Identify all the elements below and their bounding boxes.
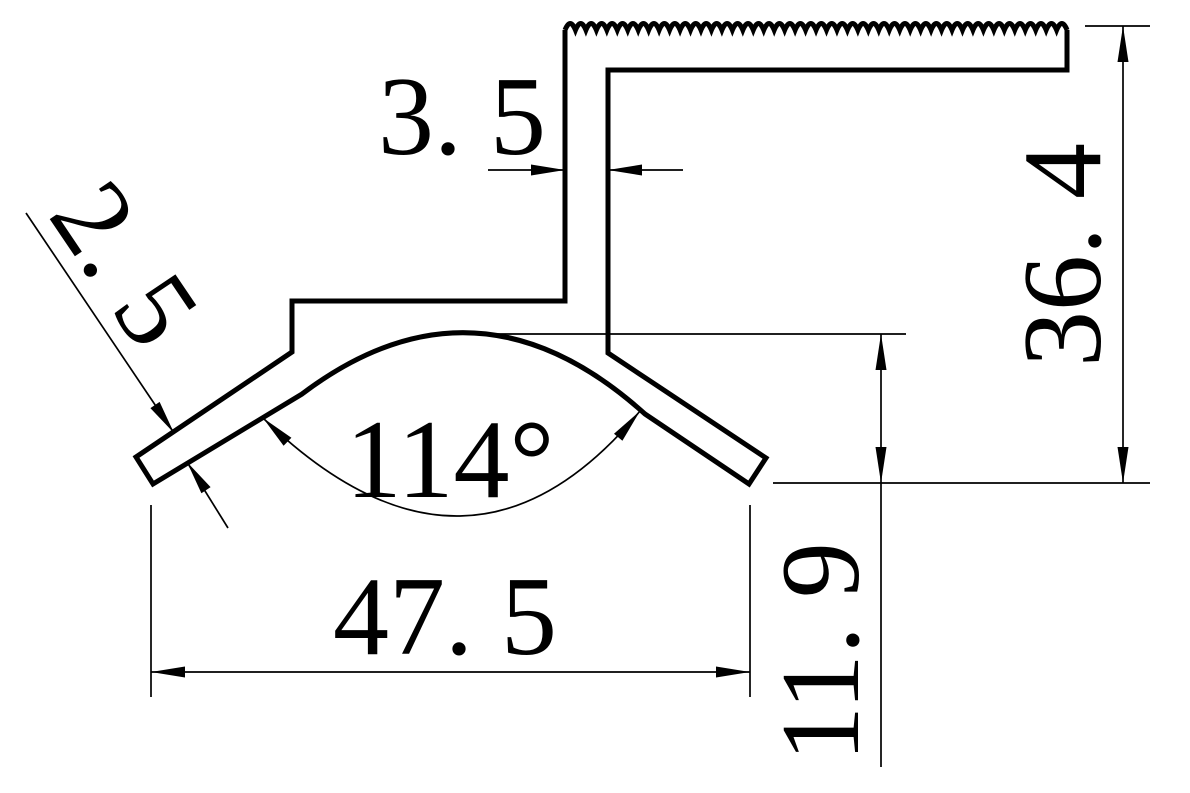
dim-arm-thickness-label: 2. 5 [26,160,223,369]
dim-stem-thickness-arrow-right [608,164,642,176]
profile-body [132,30,1070,488]
dim-overall-width-label: 47. 5 [333,555,557,679]
profile-outline [132,21,1070,488]
dim-overall-width-arrow-left [151,666,185,678]
dim-arm-drop-arrow-top [875,334,887,370]
dim-arm-drop: 11. 9 [480,333,1150,767]
dim-arm-drop-label: 11. 9 [759,542,883,762]
dim-bend-angle: 114° [262,398,641,522]
dim-overall-width: 47. 5 [150,505,751,697]
dim-bend-angle-arrow-right [614,411,640,441]
dim-overall-height-label: 36. 4 [1001,143,1125,367]
dim-bend-angle-label: 114° [346,398,555,522]
dim-stem-thickness: 3. 5 [378,55,683,179]
dim-overall-height: 36. 4 [1001,25,1150,483]
serrated-edge [562,21,1070,37]
dim-overall-width-arrow-right [716,666,750,678]
dim-arm-drop-arrow-bottom [875,447,887,483]
dim-arm-thickness-arrow-upper [150,401,174,433]
dim-overall-height-arrow-top [1117,26,1129,62]
dim-bend-angle-arc [262,410,641,517]
dim-arm-thickness-leader-upper [25,212,175,434]
dim-stem-thickness-arrow-left [531,164,565,176]
dim-overall-height-arrow-bottom [1117,447,1129,483]
dim-bend-angle-arrow-left [263,418,292,446]
dim-arm-thickness: 2. 5 [25,160,229,529]
dim-stem-thickness-label: 3. 5 [378,55,546,179]
dim-arm-thickness-arrow-lower [187,462,211,494]
